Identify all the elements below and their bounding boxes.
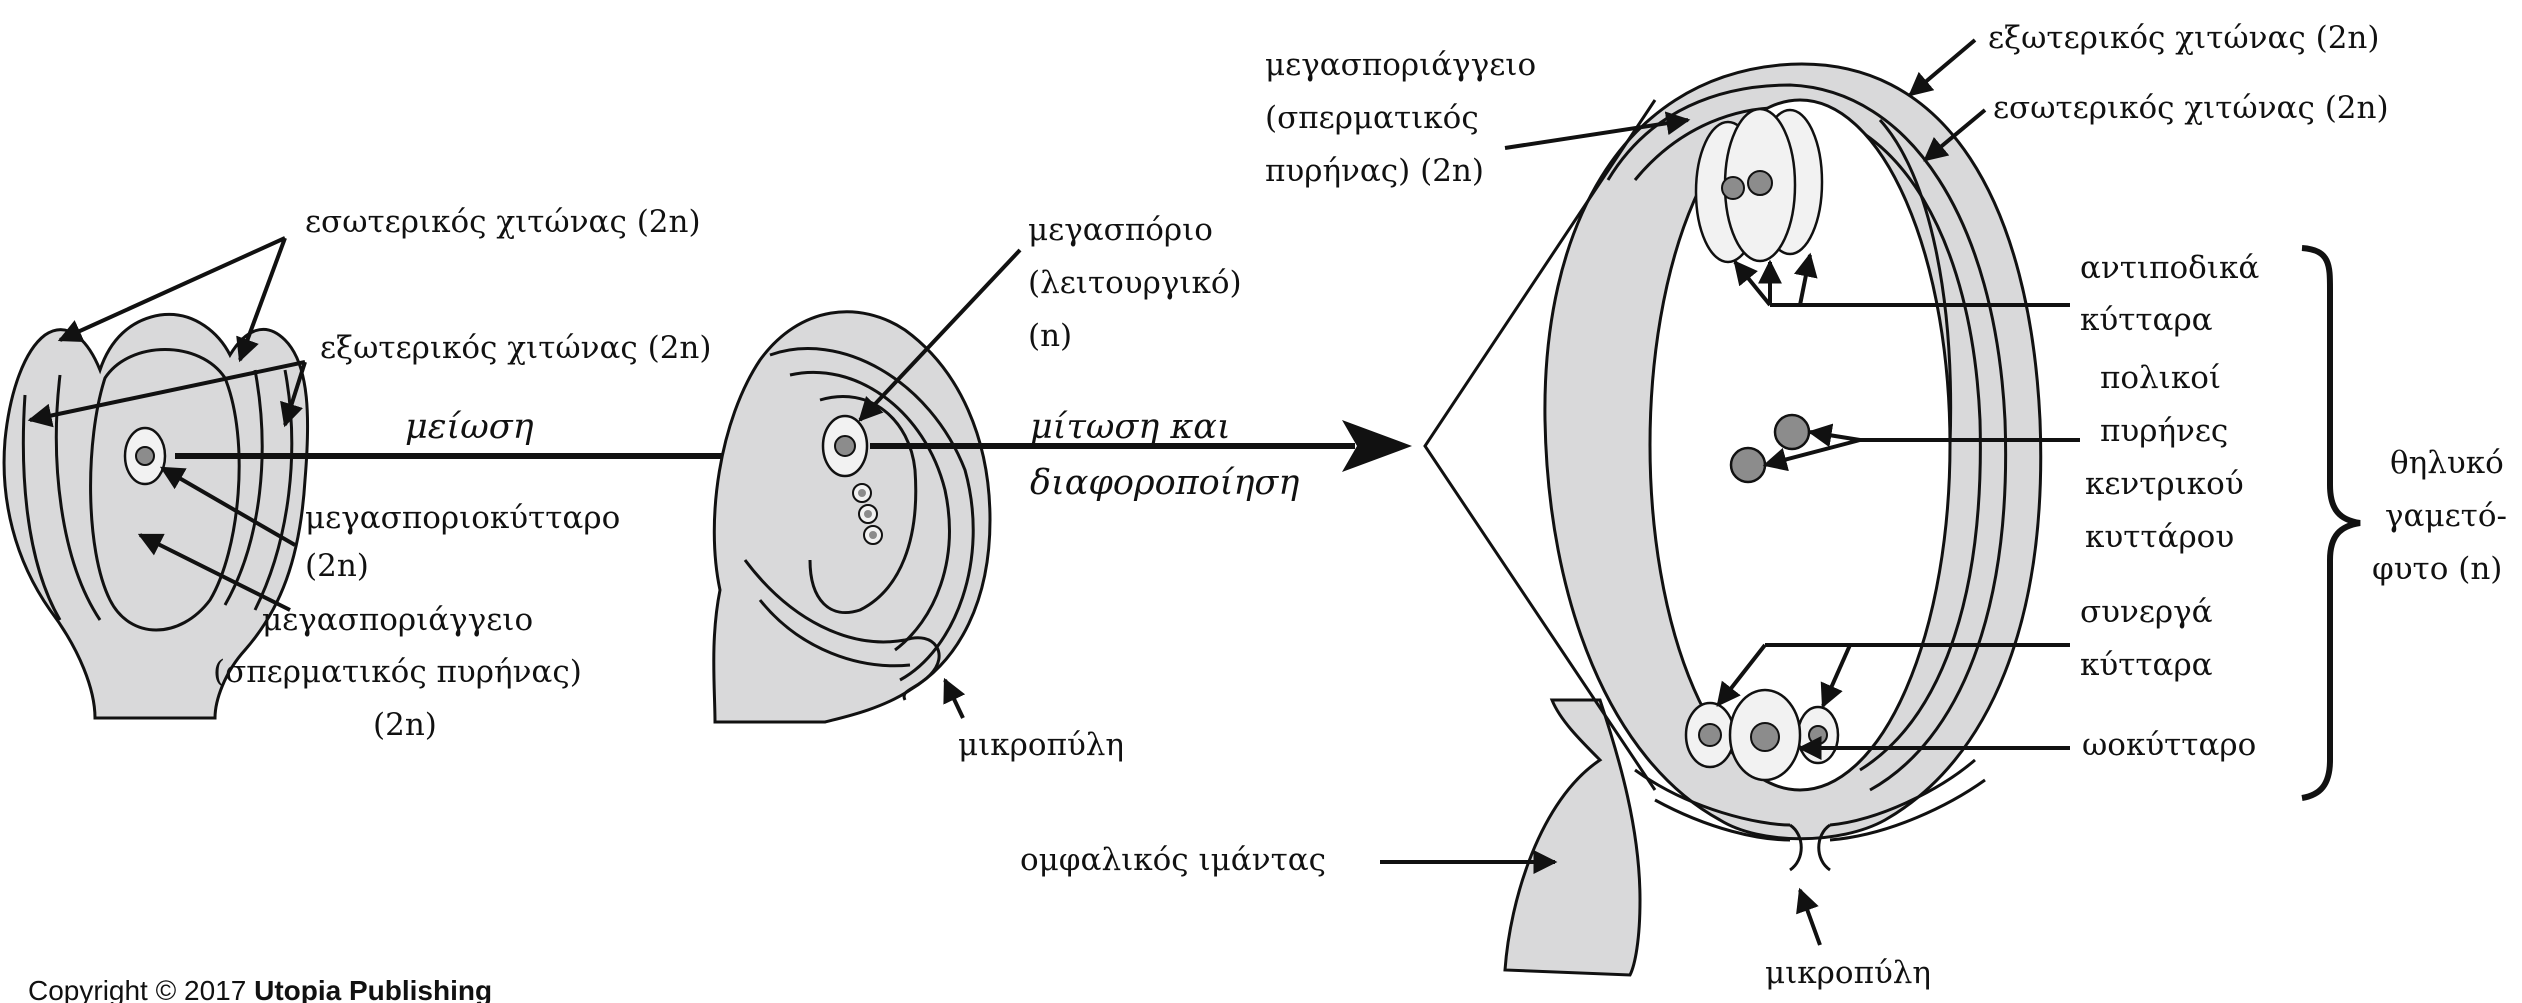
stage3-funiculus bbox=[1505, 700, 1640, 975]
stage2-micropyle-label: μικροπύλη bbox=[958, 727, 1124, 763]
stage2-megaspore-label-1: μεγασπόριο bbox=[1028, 212, 1213, 248]
stage3-micropyle-label: μικροπύλη bbox=[1765, 955, 1931, 991]
stage1-megasporangium-label-2: (σπερματικός πυρήνας) bbox=[213, 654, 582, 690]
stage3-polar-label-1: πολικοί bbox=[2100, 360, 2221, 396]
stage3-megasporangium-label-2: (σπερματικός bbox=[1265, 100, 1479, 136]
copyright-text: Copyright © 2017 Utopia Publishing bbox=[28, 975, 492, 1003]
stage1-inner-integument-label: εσωτερικός χιτώνας (2n) bbox=[305, 204, 701, 240]
stage3-synergid-nucleus-2 bbox=[1809, 726, 1827, 744]
mitosis-label-2: διαφοροποίηση bbox=[1030, 463, 1299, 503]
stage3-polar-label-2: πυρήνες bbox=[2100, 413, 2228, 449]
stage2-degenerate-nucleus-3 bbox=[869, 531, 877, 539]
stage3-polar-nucleus-2 bbox=[1731, 448, 1765, 482]
mitosis-label-1: μίτωση και bbox=[1030, 407, 1231, 447]
stage3-synergid-label-1: συνεργά bbox=[2080, 594, 2213, 630]
copyright-prefix: Copyright © 2017 bbox=[28, 975, 254, 1003]
stage3-inner-integument-label: εσωτερικός χιτώνας (2n) bbox=[1993, 90, 2389, 126]
stage3-antipodal-nucleus-2 bbox=[1748, 171, 1772, 195]
stage2-micropyle-arrow bbox=[945, 680, 963, 718]
stage3-egg-label: ωοκύτταρο bbox=[2082, 727, 2256, 763]
stage3-antipodal-label-1: αντιποδικά bbox=[2080, 250, 2259, 286]
gametophyte-label-3: φυτο (n) bbox=[2372, 551, 2502, 587]
stage1-megasporocyte-label-2: (2n) bbox=[305, 548, 369, 584]
stage2-degenerate-nucleus-1 bbox=[858, 489, 866, 497]
stage3-outer-integument-label: εξωτερικός χιτώνας (2n) bbox=[1988, 20, 2380, 56]
stage2-megaspore-nucleus bbox=[835, 436, 855, 456]
stage1-megasporocyte-label-1: μεγασποριοκύτταρο bbox=[305, 500, 620, 536]
stage3-micropyle-arrow bbox=[1800, 890, 1820, 945]
stage3-synergid-nucleus-1 bbox=[1699, 724, 1721, 746]
stage1-megasporocyte-nucleus bbox=[136, 447, 154, 465]
stage3-polar-nucleus-1 bbox=[1775, 415, 1809, 449]
gametophyte-label-2: γαμετό- bbox=[2385, 498, 2507, 534]
stage3-antipodal-nucleus-1 bbox=[1722, 177, 1744, 199]
copyright-publisher: Utopia Publishing bbox=[254, 975, 492, 1003]
stage3-funiculus-label: ομφαλικός ιμάντας bbox=[1020, 842, 1326, 878]
stage2-megaspore-label-2: (λειτουργικό) bbox=[1028, 265, 1242, 301]
stage1-megasporangium-label-3: (2n) bbox=[373, 707, 437, 743]
meiosis-label: μείωση bbox=[405, 407, 534, 447]
stage3-outer-integument-arrow bbox=[1910, 40, 1975, 95]
stage3-antipodal-label-2: κύτταρα bbox=[2080, 302, 2213, 338]
gametophyte-label-1: θηλυκό bbox=[2390, 445, 2504, 481]
stage3-polar-label-4: κυττάρου bbox=[2085, 519, 2234, 555]
stage1-megasporangium-label-1: μεγασποριάγγειο bbox=[262, 602, 533, 638]
stage3-megasporangium-label-3: πυρήνας) (2n) bbox=[1265, 153, 1484, 189]
stage3-megasporangium-label-1: μεγασποριάγγειο bbox=[1265, 47, 1536, 83]
stage2-degenerate-nucleus-2 bbox=[864, 510, 872, 518]
stage2-megaspore-label-3: (n) bbox=[1028, 318, 1072, 354]
stage3-ovule bbox=[1505, 64, 2041, 975]
gametophyte-brace bbox=[2302, 248, 2360, 798]
stage3-polar-label-3: κεντρικού bbox=[2085, 466, 2244, 502]
stage3-egg-nucleus bbox=[1751, 723, 1779, 751]
stage2-ovule bbox=[714, 312, 990, 722]
stage3-synergid-label-2: κύτταρα bbox=[2080, 647, 2213, 683]
stage1-outer-integument-label: εξωτερικός χιτώνας (2n) bbox=[320, 330, 712, 366]
